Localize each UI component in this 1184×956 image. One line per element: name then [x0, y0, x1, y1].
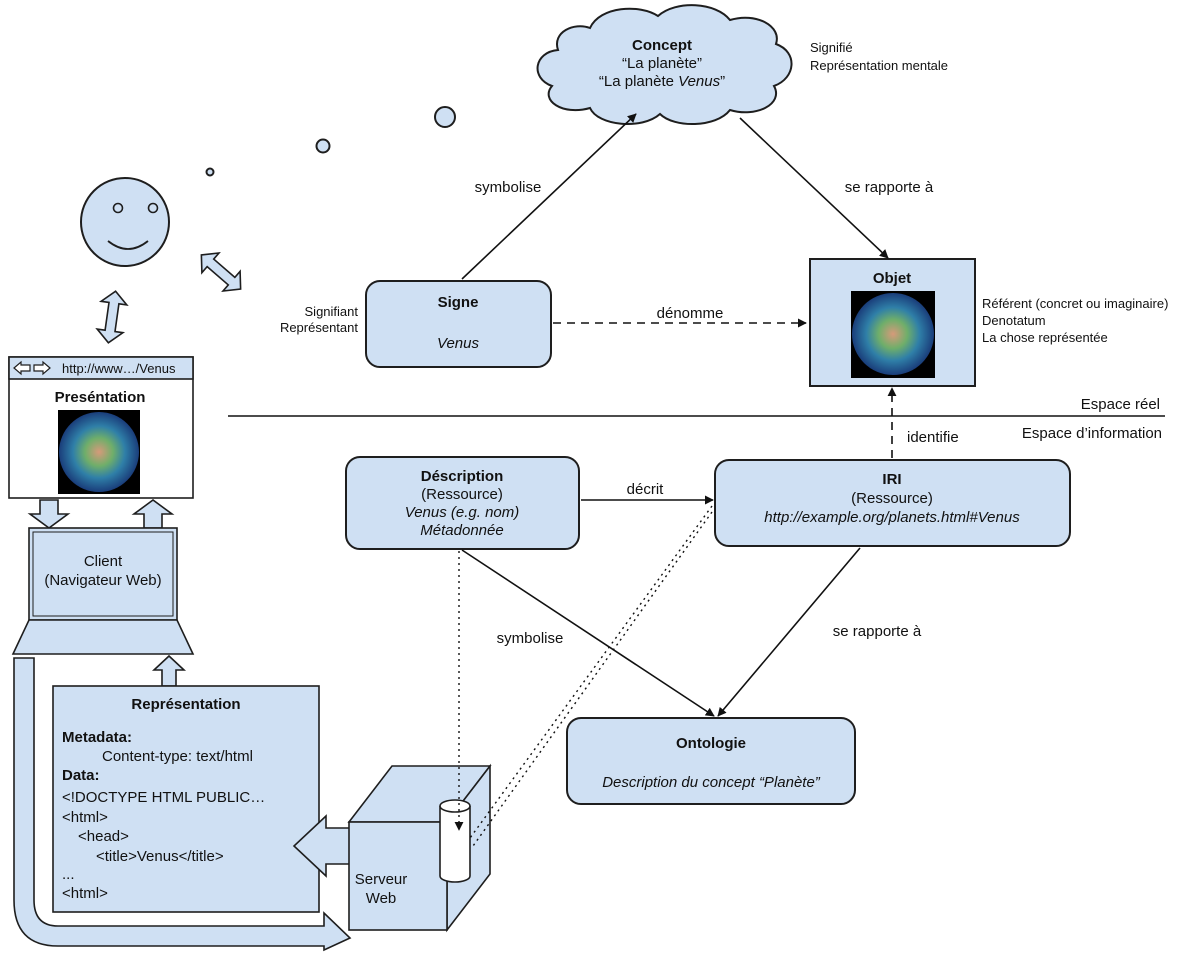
representation-metadata-label: Metadata:: [62, 729, 132, 746]
objet-side-label-1: Référent (concret ou imaginaire): [982, 296, 1168, 311]
edge-description-ontologie: [461, 549, 715, 717]
objet-side-label-3: La chose représentée: [982, 330, 1108, 345]
representation-code-line-3: <head>: [78, 828, 129, 845]
concept-line2: “La planète Venus”: [599, 73, 725, 90]
edge-label-symbolise-top: symbolise: [475, 179, 542, 196]
representation-code-line-4: <title>Venus</title>: [96, 848, 224, 865]
objet-venus-planet-icon: [852, 293, 934, 375]
client-laptop-screen[interactable]: [28, 527, 178, 621]
representation-title: Représentation: [131, 696, 240, 713]
concept-line1: “La planète”: [622, 55, 702, 72]
edge-label-denomme: dénomme: [657, 305, 724, 322]
browser-back-arrow-icon[interactable]: [13, 360, 31, 376]
signe-side-label-2: Représentant: [280, 320, 358, 335]
objet-side-label-2: Denotatum: [982, 313, 1046, 328]
concept-cloud[interactable]: [536, 4, 793, 125]
server-line2: Web: [366, 890, 397, 907]
dotted-iri-database-2: [472, 511, 713, 847]
signe-title: Signe: [438, 294, 479, 311]
browser-to-client-arrow-icon: [27, 499, 71, 529]
client-line2: (Navigateur Web): [44, 572, 161, 589]
ontologie-title: Ontologie: [676, 735, 746, 752]
space-label-information: Espace d’information: [1022, 425, 1162, 442]
server-line1: Serveur: [355, 871, 408, 888]
concept-side-label-2: Représentation mentale: [810, 58, 948, 73]
concept-title: Concept: [632, 37, 692, 54]
representation-to-client-arrow-icon: [151, 654, 187, 687]
edge-label-identifie: identifie: [907, 429, 959, 446]
thought-bubble-large: [434, 106, 456, 128]
representation-content-type: Content-type: text/html: [102, 748, 253, 765]
iri-node[interactable]: [714, 459, 1071, 547]
edge-label-symbolise-bottom: symbolise: [497, 630, 564, 647]
thought-bubble-small: [205, 167, 215, 177]
user-face-icon: [80, 177, 170, 267]
iri-title: IRI: [882, 471, 901, 488]
face-browser-double-arrow-icon: [95, 290, 129, 344]
edge-signe-concept: [461, 113, 637, 280]
signe-node[interactable]: [365, 280, 552, 368]
description-node[interactable]: [345, 456, 580, 550]
description-line3: Métadonnée: [420, 522, 503, 539]
description-line2: Venus (e.g. nom): [405, 504, 520, 521]
client-line1: Client: [84, 553, 123, 570]
description-title: Déscription: [421, 468, 504, 485]
client-to-browser-arrow-icon: [131, 499, 175, 529]
representation-code-line-5: ...: [62, 866, 75, 883]
browser-venus-planet-icon: [59, 412, 139, 492]
browser-address-bar[interactable]: [8, 356, 194, 380]
thought-bubble-medium: [315, 138, 331, 154]
dotted-iri-database-1: [469, 505, 713, 839]
description-line1: (Ressource): [421, 486, 503, 503]
edge-label-se-rapporte-top: se rapporte à: [845, 179, 934, 196]
representation-data-label: Data:: [62, 767, 100, 784]
space-label-reel: Espace réel: [1081, 396, 1160, 413]
edge-label-se-rapporte-bottom: se rapporte à: [833, 623, 922, 640]
representation-code-line-2: <html>: [62, 809, 108, 826]
client-laptop-base: [11, 619, 195, 655]
iri-line1: (Ressource): [851, 490, 933, 507]
browser-forward-arrow-icon[interactable]: [33, 360, 51, 376]
server-tower-front[interactable]: [348, 821, 448, 931]
representation-code-line-6: <html>: [62, 885, 108, 902]
browser-presentation-title: Preséntation: [55, 389, 146, 406]
browser-url-text[interactable]: http://www…/Venus: [62, 361, 176, 376]
edge-label-decrit: décrit: [627, 481, 665, 498]
ontologie-line1: Description du concept “Planète”: [602, 774, 821, 791]
client-to-server-request-arrow-icon: [13, 657, 352, 952]
signe-side-label-1: Signifiant: [305, 304, 359, 319]
representation-code-line-1: <!DOCTYPE HTML PUBLIC…: [62, 789, 265, 806]
iri-line2: http://example.org/planets.html#Venus: [764, 509, 1020, 526]
database-cylinder-icon: [439, 799, 471, 883]
concept-side-label-1: Signifié: [810, 40, 853, 55]
edge-concept-objet: [739, 117, 889, 259]
objet-title: Objet: [873, 270, 911, 287]
signe-subtitle: Venus: [437, 335, 479, 352]
face-signe-double-arrow-icon: [200, 251, 242, 293]
ontologie-node[interactable]: [566, 717, 856, 805]
representation-box[interactable]: [52, 685, 320, 913]
server-to-representation-arrow-icon: [292, 814, 351, 878]
edge-iri-ontologie: [717, 547, 861, 717]
